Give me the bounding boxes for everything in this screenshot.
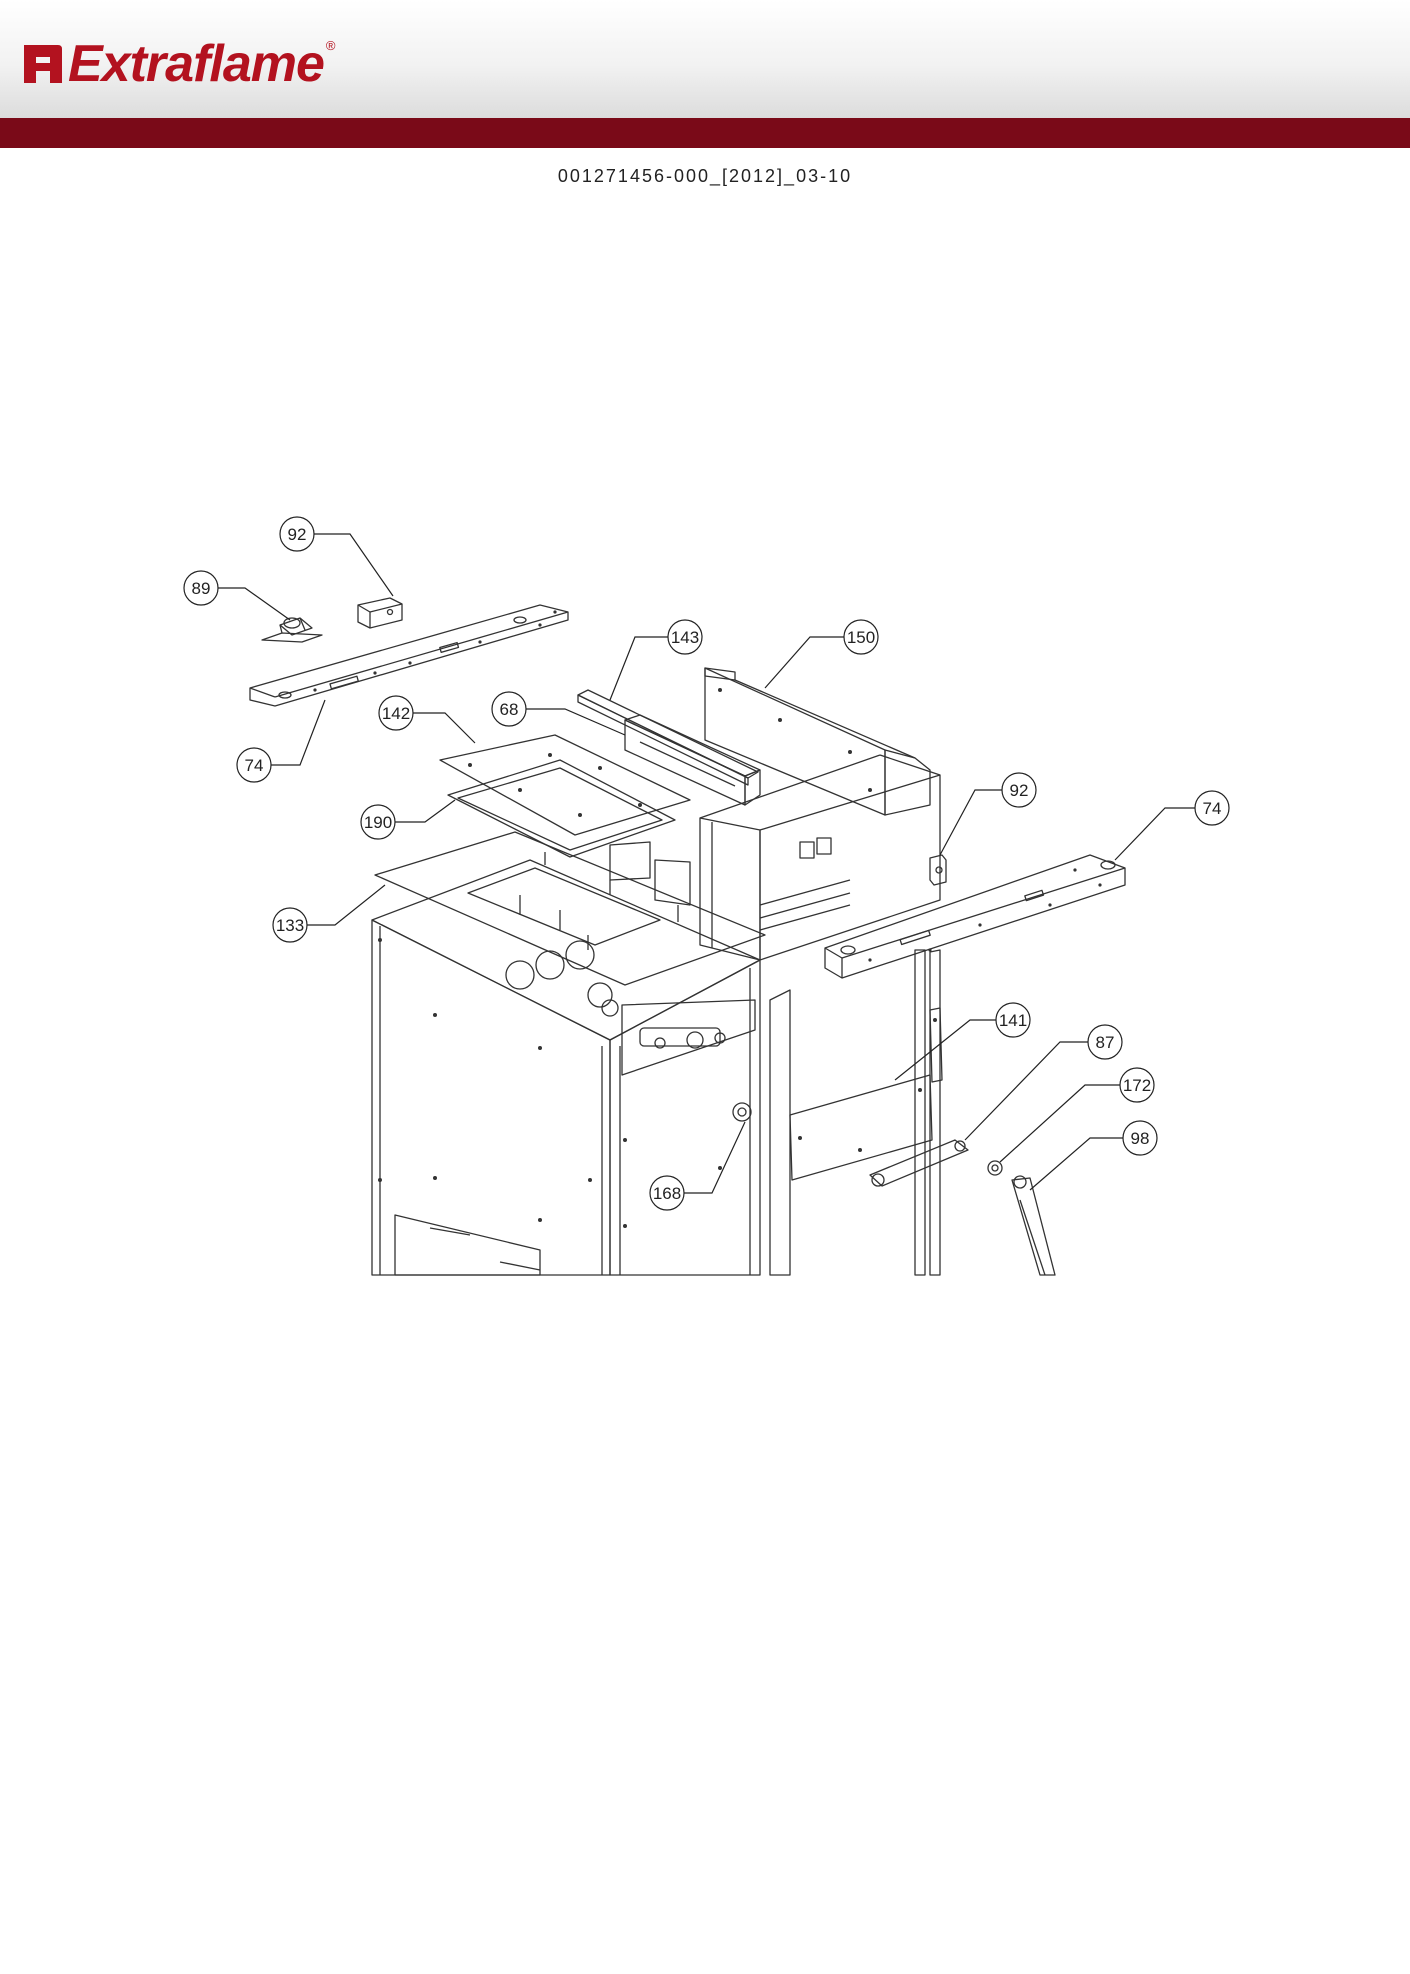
link-arm-87 — [869, 1139, 969, 1187]
top-rail-74-right — [824, 854, 1126, 979]
top-rail-74-left — [249, 604, 569, 707]
callout-74-right: 74 — [1114, 790, 1230, 861]
top-plate-133 — [374, 831, 766, 986]
callout-172: 172 — [999, 1067, 1155, 1163]
duct-cover-150 — [704, 667, 931, 816]
callout-142: 142 — [378, 695, 476, 744]
part-number: 133 — [276, 916, 304, 935]
callout-133: 133 — [272, 884, 386, 943]
cover-plate-142 — [439, 734, 691, 836]
part-number: 168 — [653, 1184, 681, 1203]
callout-168: 168 — [649, 1121, 746, 1211]
brand-color-bar — [0, 118, 1410, 148]
lever-98 — [1011, 1175, 1056, 1276]
callout-92-right: 92 — [939, 772, 1037, 856]
brand-name: Extraflame — [68, 35, 325, 93]
registered-mark: ® — [325, 38, 336, 53]
callout-190: 190 — [360, 799, 456, 840]
part-number: 141 — [999, 1011, 1027, 1030]
part-number: 142 — [382, 704, 410, 723]
part-number: 92 — [288, 525, 307, 544]
page-header: Extraflame ® — [0, 0, 1410, 118]
callout-89: 89 — [183, 570, 291, 621]
strip-143 — [577, 689, 759, 786]
callout-92-top: 92 — [279, 516, 394, 597]
callout-143: 143 — [609, 619, 703, 701]
gasket-190 — [447, 759, 676, 858]
stove-body — [371, 859, 761, 1276]
part-number: 143 — [671, 628, 699, 647]
document-code: 001271456-000_[2012]_03-10 — [557, 166, 853, 186]
part-number: 74 — [1203, 799, 1222, 818]
part-number: 150 — [847, 628, 875, 647]
part-number: 74 — [245, 756, 264, 775]
callout-87: 87 — [964, 1024, 1123, 1141]
callout-150: 150 — [764, 619, 879, 689]
plate-141 — [789, 1007, 943, 1181]
part-number: 190 — [364, 813, 392, 832]
callout-68: 68 — [491, 691, 626, 736]
part-number: 172 — [1123, 1076, 1151, 1095]
part-number: 98 — [1131, 1129, 1150, 1148]
callout-74-left: 74 — [236, 699, 326, 783]
clip-92-right — [929, 854, 947, 886]
brand-logo: Extraflame ® — [18, 36, 336, 92]
callout-98: 98 — [1029, 1120, 1158, 1191]
part-number: 92 — [1010, 781, 1029, 800]
washer-172 — [987, 1160, 1003, 1176]
part-number: 68 — [500, 700, 519, 719]
clip-92-top — [357, 597, 403, 629]
extraflame-logo-icon — [24, 45, 62, 83]
part-number: 87 — [1096, 1033, 1115, 1052]
bracket-89 — [261, 617, 323, 643]
part-number: 89 — [192, 579, 211, 598]
callout-141: 141 — [894, 1002, 1031, 1081]
